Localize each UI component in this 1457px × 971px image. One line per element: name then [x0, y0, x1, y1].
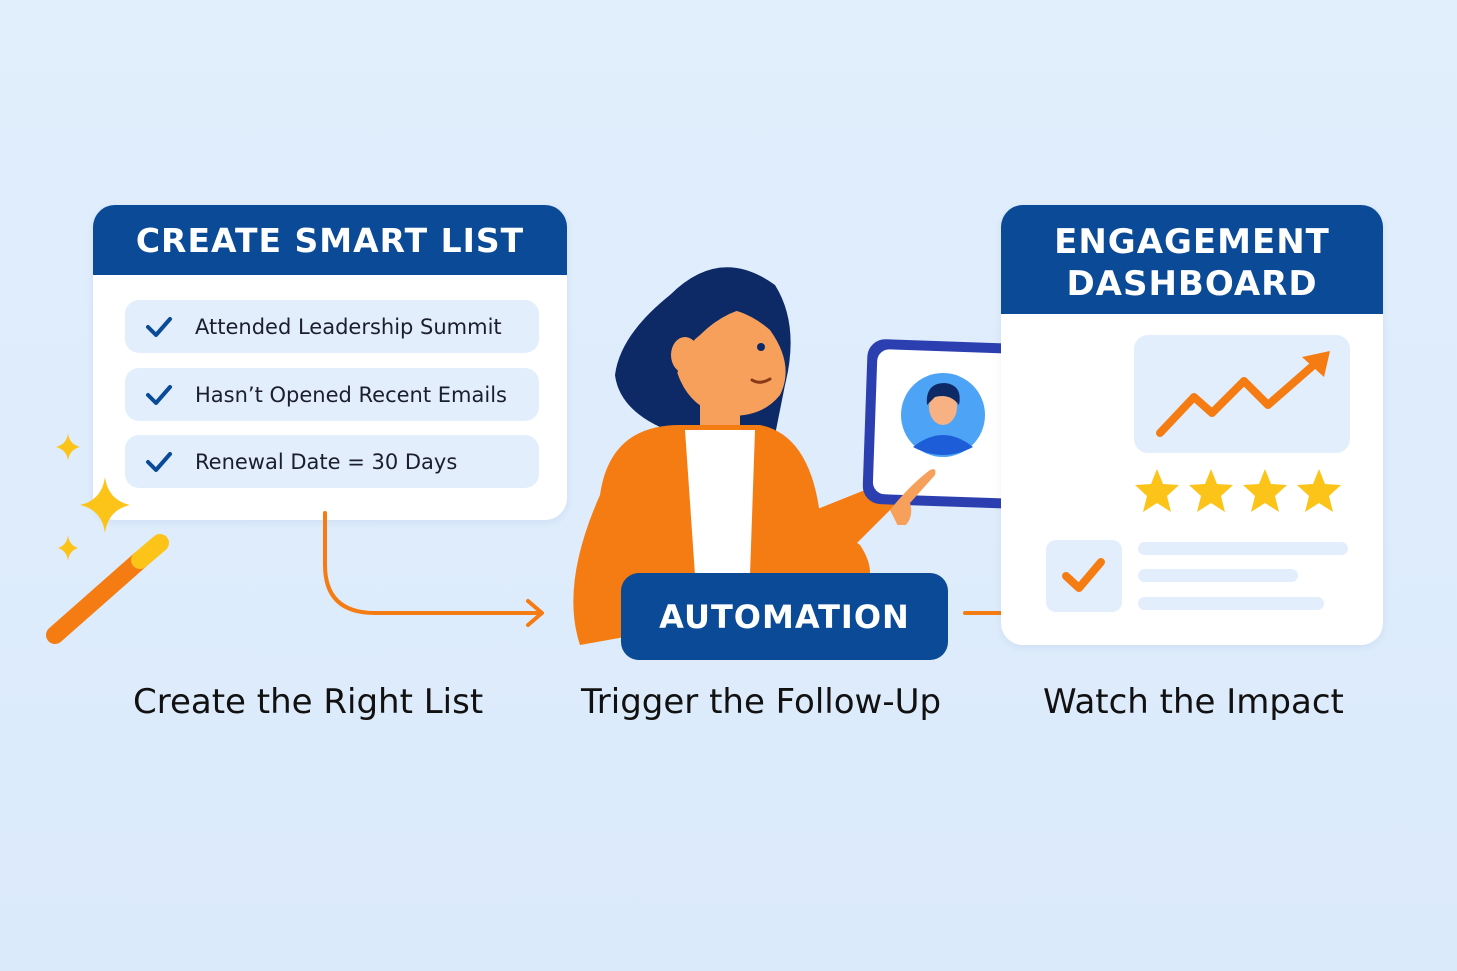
check-icon [146, 451, 172, 472]
task-list [1046, 540, 1348, 612]
star-icon [1189, 469, 1233, 512]
flow-arrow-icon [323, 511, 544, 627]
sparkle-icon [56, 433, 80, 461]
check-icon [146, 316, 172, 337]
smart-list-title: CREATE SMART LIST [93, 205, 567, 275]
criteria-item: Renewal Date = 30 Days [125, 435, 539, 488]
check-icon [146, 384, 172, 405]
criteria-item: Attended Leadership Summit [125, 300, 539, 353]
dashboard-title-line2: DASHBOARD [1066, 264, 1318, 304]
criteria-item: Hasn’t Opened Recent Emails [125, 368, 539, 421]
criteria-label: Hasn’t Opened Recent Emails [195, 382, 507, 407]
trend-chart-icon [1134, 335, 1350, 453]
criteria-label: Renewal Date = 30 Days [195, 449, 458, 474]
dashboard-title: ENGAGEMENT DASHBOARD [1001, 205, 1383, 314]
rating-stars [1135, 469, 1341, 512]
step-caption-watch-impact: Watch the Impact [1043, 682, 1344, 722]
star-icon [1243, 469, 1287, 512]
dashboard-title-line1: ENGAGEMENT [1054, 222, 1330, 262]
smart-list-card: CREATE SMART LIST Attended Leadership Su… [93, 205, 567, 520]
sparkle-icon [58, 535, 78, 561]
engagement-dashboard-card: ENGAGEMENT DASHBOARD [1001, 205, 1383, 645]
sparkle-icon [80, 477, 130, 533]
magic-wand-icon [46, 433, 169, 644]
check-icon [1062, 558, 1105, 592]
criteria-label: Attended Leadership Summit [195, 314, 502, 339]
star-icon [1135, 469, 1179, 512]
step-caption-trigger-follow-up: Trigger the Follow-Up [581, 682, 942, 722]
automation-button[interactable]: AUTOMATION [621, 573, 948, 660]
step-caption-create-list: Create the Right List [133, 682, 484, 722]
star-icon [1297, 469, 1341, 512]
